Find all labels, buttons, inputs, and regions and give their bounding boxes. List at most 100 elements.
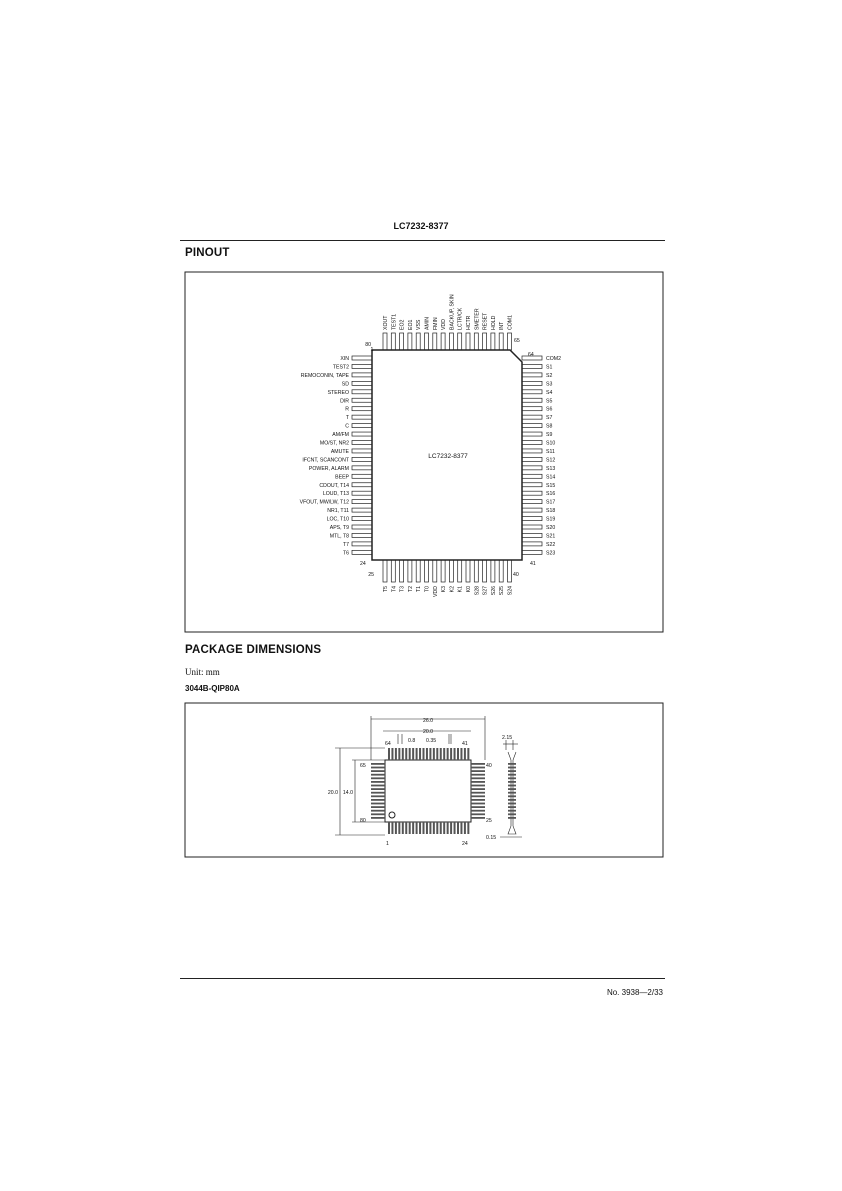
package-side-lead bbox=[508, 806, 516, 808]
pin-right-57 bbox=[521, 414, 543, 420]
dim-outer-height: 20.0 bbox=[328, 790, 338, 796]
pin-label-62: S2 bbox=[546, 373, 552, 379]
package-dimensions-title: PACKAGE DIMENSIONS bbox=[185, 644, 322, 656]
pin-label-1: XIN bbox=[340, 356, 349, 362]
package-lead-top bbox=[453, 748, 456, 760]
pin-label-33: K2 bbox=[449, 586, 455, 592]
pin-left-24 bbox=[351, 549, 373, 555]
pin-left-10 bbox=[351, 431, 373, 437]
pin-right-54 bbox=[521, 440, 543, 445]
package-lead-bottom bbox=[398, 822, 401, 834]
pin-top-65 bbox=[507, 332, 512, 351]
pkg-pin-40: 40 bbox=[486, 763, 492, 769]
pin-right-64 bbox=[521, 355, 543, 361]
pin-right-60 bbox=[521, 389, 543, 395]
package-lead-left bbox=[371, 763, 385, 765]
pin-label-75: AMIN bbox=[425, 317, 431, 330]
pin-label-6: DIR bbox=[340, 398, 349, 404]
pin-bottom-27 bbox=[399, 559, 404, 583]
pin-label-18: VFOUT, MW/LW, T12 bbox=[300, 500, 349, 506]
pin-right-45 bbox=[521, 516, 543, 521]
pin-right-48 bbox=[521, 490, 543, 496]
pin-label-68: RESET bbox=[483, 312, 489, 330]
package-lead-bottom bbox=[443, 822, 446, 834]
pin-right-50 bbox=[521, 473, 543, 479]
pinout-title: PINOUT bbox=[185, 247, 230, 259]
dim-pitch: 0.8 bbox=[408, 738, 415, 744]
pin-left-11 bbox=[351, 440, 373, 445]
pin-left-2 bbox=[351, 364, 373, 369]
pin-label-19: NR1, T11 bbox=[327, 508, 349, 514]
package-side-lead bbox=[508, 788, 516, 790]
pin-label-72: BACKUP, SKIN bbox=[449, 294, 455, 330]
package-lead-bottom bbox=[453, 822, 456, 834]
pin-label-25: T5 bbox=[383, 586, 389, 592]
pin-left-15 bbox=[351, 473, 373, 479]
package-lead-bottom bbox=[432, 822, 435, 834]
package-lead-bottom bbox=[394, 822, 397, 834]
pin-left-16 bbox=[351, 482, 373, 488]
package-lead-right bbox=[471, 817, 485, 819]
pin-label-11: MO/ST, NR2 bbox=[320, 441, 349, 447]
pin-label-35: K0 bbox=[466, 586, 472, 592]
pin-label-66: INT bbox=[499, 321, 505, 330]
chip-label: LC7232-8377 bbox=[428, 453, 468, 460]
pin-top-69 bbox=[473, 332, 479, 351]
pkg-pin-80: 80 bbox=[360, 818, 366, 824]
pin-label-38: S26 bbox=[491, 586, 497, 595]
pin-bottom-34 bbox=[457, 559, 463, 583]
page-header-part-number: LC7232-8377 bbox=[393, 221, 449, 231]
pin-bottom-29 bbox=[415, 559, 421, 583]
pin-label-2: TEST2 bbox=[333, 364, 349, 370]
package-lead-right bbox=[471, 799, 485, 801]
pin-label-43: S21 bbox=[546, 533, 555, 539]
pin-bottom-35 bbox=[465, 559, 471, 583]
pin-number-40: 40 bbox=[513, 572, 519, 578]
package-lead-bottom bbox=[388, 822, 390, 834]
pin-label-32: K3 bbox=[441, 586, 447, 592]
pkg-pin-25: 25 bbox=[486, 818, 492, 824]
pin-label-40: S24 bbox=[508, 586, 514, 595]
pin-label-46: S18 bbox=[546, 508, 555, 514]
pin-label-15: BEEP bbox=[335, 474, 349, 480]
pin-label-55: S9 bbox=[546, 432, 552, 438]
package-drawing: 26.0 20.0 0.8 0.35 20.0 14.0 2.15 0.15 6… bbox=[328, 716, 522, 847]
package-lead-right bbox=[471, 806, 485, 808]
pin-label-73: VDD bbox=[441, 319, 447, 330]
package-side-lead bbox=[508, 791, 516, 794]
package-lead-left bbox=[371, 784, 385, 787]
pin-top-71 bbox=[457, 332, 463, 351]
pin-label-77: EO1 bbox=[408, 320, 414, 330]
package-lead-top bbox=[422, 748, 425, 760]
package-lead-bottom bbox=[405, 822, 408, 834]
pinout-frame bbox=[184, 271, 664, 633]
package-side-lead bbox=[508, 773, 516, 776]
package-lead-bottom bbox=[467, 822, 470, 834]
pin-right-51 bbox=[521, 465, 543, 471]
pin-top-76 bbox=[415, 332, 421, 351]
pin-bottom-39 bbox=[498, 559, 504, 583]
pkg-pin-64: 64 bbox=[385, 741, 391, 747]
package-lead-left bbox=[371, 773, 385, 776]
pin-left-22 bbox=[351, 533, 373, 538]
pin-label-76: VSS bbox=[416, 319, 422, 330]
package-lead-top bbox=[457, 748, 459, 760]
pin-top-73 bbox=[440, 332, 446, 351]
package-side-lead bbox=[508, 813, 516, 816]
package-lead-top bbox=[401, 748, 404, 760]
pin-label-56: S8 bbox=[546, 424, 552, 430]
package-lead-bottom bbox=[457, 822, 459, 834]
pin-label-52: S12 bbox=[546, 457, 555, 463]
pin-label-50: S14 bbox=[546, 474, 555, 480]
pin-top-77 bbox=[407, 332, 413, 351]
package-lead-right bbox=[471, 766, 485, 769]
pin-label-7: R bbox=[345, 407, 349, 413]
pin-label-80: XOUT bbox=[383, 315, 389, 330]
package-lead-left bbox=[371, 817, 385, 819]
pin-top-75 bbox=[424, 332, 429, 351]
package-lead-bottom bbox=[436, 822, 439, 834]
pin-left-9 bbox=[351, 423, 373, 428]
pin-right-42 bbox=[521, 541, 543, 547]
pin1-marker bbox=[388, 811, 396, 819]
pin-bottom-32 bbox=[440, 559, 446, 583]
